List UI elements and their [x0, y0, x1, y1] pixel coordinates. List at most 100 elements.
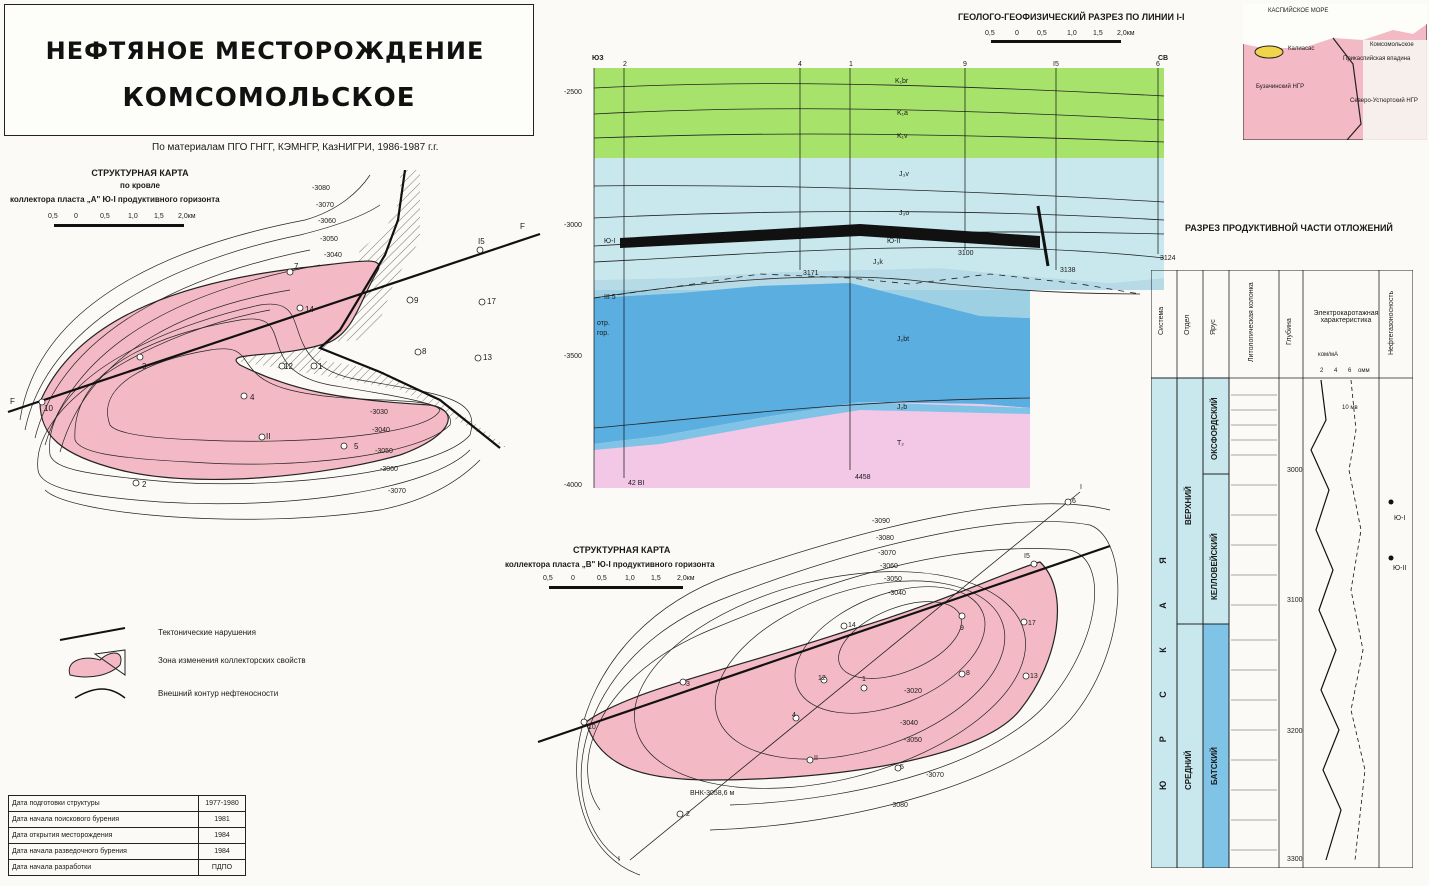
section-line-label: I — [618, 856, 620, 863]
section-title: ГЕОЛОГО-ГЕОФИЗИЧЕСКИЙ РАЗРЕЗ ПО ЛИНИИ I-… — [958, 12, 1185, 22]
section-well: 4 — [798, 61, 802, 68]
map-a-subtitle: по кровле — [120, 181, 160, 190]
well-label: 10 — [44, 404, 53, 413]
well-label: II — [266, 432, 271, 441]
contour-label: -3040 — [372, 427, 390, 434]
log-tag: 10 мв — [1342, 405, 1358, 411]
section-well: 1 — [849, 61, 853, 68]
reservoir-band — [620, 224, 1040, 248]
well-label: 9 — [960, 625, 964, 632]
section-well: 9 — [963, 61, 967, 68]
well-label: 10 — [588, 724, 596, 731]
inset-label: Прикаспийская впадина — [1343, 56, 1411, 62]
contour-label: -3080 — [312, 185, 330, 192]
contour-label: -3080 — [890, 802, 908, 809]
contour-label: -3040 — [888, 590, 906, 597]
fault-symbol — [59, 627, 126, 641]
section-line — [629, 491, 1081, 861]
depth-label: 3100 — [1287, 597, 1303, 604]
depth-note: 3100 — [958, 250, 974, 257]
depth-label: -3000 — [564, 222, 582, 229]
well-label: 8 — [422, 347, 427, 356]
well-label: 6 — [1072, 498, 1076, 505]
contour-label: -3040 — [900, 720, 918, 727]
col-header: Ярус — [1210, 319, 1217, 335]
well-label: 14 — [848, 622, 856, 629]
horizon-label: отр. — [597, 320, 610, 327]
depth-label: -2500 — [564, 89, 582, 96]
contour-label: -3020 — [904, 688, 922, 695]
strat-column — [1151, 270, 1413, 868]
legend-symbols — [59, 627, 126, 699]
depth-label: 3000 — [1287, 467, 1303, 474]
horizon-label: гор. — [597, 330, 610, 337]
contour-label: -3070 — [388, 488, 406, 495]
map-a-scale: 0,5 0 0,5 1,0 1,5 2,0км — [48, 213, 223, 233]
well-label: 4 — [250, 393, 255, 402]
layer-label: J₂b — [897, 404, 908, 411]
legend-contour: Внешний контур нефтеносности — [158, 689, 279, 698]
log-tick: 2 — [1320, 368, 1324, 374]
map-b-subtitle: коллектора пласта „В" Ю-I продуктивного … — [505, 560, 715, 569]
layer-label: J₃o — [899, 210, 910, 217]
page-title: НЕФТЯНОЕ МЕСТОРОЖДЕНИЕ — [45, 37, 485, 65]
layer-label: J₃v — [899, 171, 909, 178]
layer-label: K₁a — [897, 110, 908, 117]
contour-label: -3080 — [876, 535, 894, 542]
depth-label: 3300 — [1287, 856, 1303, 863]
vnk-label: ВНК-3058,6 м — [690, 790, 735, 797]
horizon-label: Ю-I — [1394, 515, 1406, 522]
well-label: 17 — [1028, 620, 1036, 627]
section-well: I5 — [1053, 61, 1059, 68]
well-label: 14 — [305, 305, 314, 314]
contour-label: -3060 — [318, 218, 336, 225]
map-b-title: СТРУКТУРНАЯ КАРТА — [573, 545, 671, 555]
layer-label: K₁br — [895, 78, 909, 85]
fault-label: F — [520, 222, 525, 231]
well-label: 4 — [792, 712, 796, 719]
well-label: II — [814, 755, 818, 762]
structure-map-a — [7, 170, 541, 520]
log-tick: 4 — [1334, 368, 1338, 374]
field-name: КОМСОМОЛЬСКОЕ — [122, 83, 416, 113]
sp-log — [1310, 379, 1342, 861]
location-inset — [1243, 4, 1427, 140]
log-unit: ком/мА — [1318, 352, 1338, 358]
map-b-scale: 0,5 0 0,5 1,0 1,5 2,0км — [543, 575, 733, 595]
oil-area-a — [39, 260, 449, 481]
well-label: 12 — [284, 362, 293, 371]
series-label: ВЕРХНИЙ — [1184, 486, 1193, 525]
hatched-zone — [230, 170, 510, 450]
stage-label: КЕЛЛОВЕЙСКИЙ — [1210, 533, 1219, 600]
sw-label: ЮЗ — [592, 55, 604, 62]
inset-sea: КАСПИЙСКОЕ МОРЕ — [1268, 8, 1329, 14]
wells-b — [580, 498, 1072, 818]
column-title: РАЗРЕЗ ПРОДУКТИВНОЙ ЧАСТИ ОТЛОЖЕНИЙ — [1185, 223, 1393, 233]
log-tick: омм — [1358, 368, 1370, 374]
col-header: Литологическая колонка — [1248, 282, 1255, 362]
depth-label: -4000 — [564, 482, 582, 489]
section-well: 6 — [1156, 61, 1160, 68]
contour-label: -3070 — [316, 202, 334, 209]
contour-label: -3030 — [370, 409, 388, 416]
map-a-title: СТРУКТУРНАЯ КАРТА — [91, 168, 189, 178]
resistivity-log — [1348, 379, 1366, 861]
well-label: 3 — [142, 362, 147, 371]
inset-label: Северо-Устюртский НГР — [1350, 98, 1418, 104]
title-box: НЕФТЯНОЕ МЕСТОРОЖДЕНИЕ КОМСОМОЛЬСКОЕ — [4, 4, 534, 136]
horizon-label: Ю-II — [1393, 565, 1407, 572]
wells-a — [38, 246, 486, 487]
log-tick: 6 — [1348, 368, 1352, 374]
well-label: 8 — [966, 670, 970, 677]
section-line-label: I — [1080, 484, 1082, 491]
contour-label: -3050 — [320, 236, 338, 243]
contour-label: -3050 — [884, 576, 902, 583]
layer-label: Ю-II — [887, 238, 901, 245]
oil-area-b — [585, 561, 1058, 781]
well-label: 2 — [142, 480, 147, 489]
stage-label: ОКСФОРДСКИЙ — [1210, 397, 1219, 460]
contour-label: -3050 — [375, 448, 393, 455]
contours-b — [576, 503, 1119, 876]
